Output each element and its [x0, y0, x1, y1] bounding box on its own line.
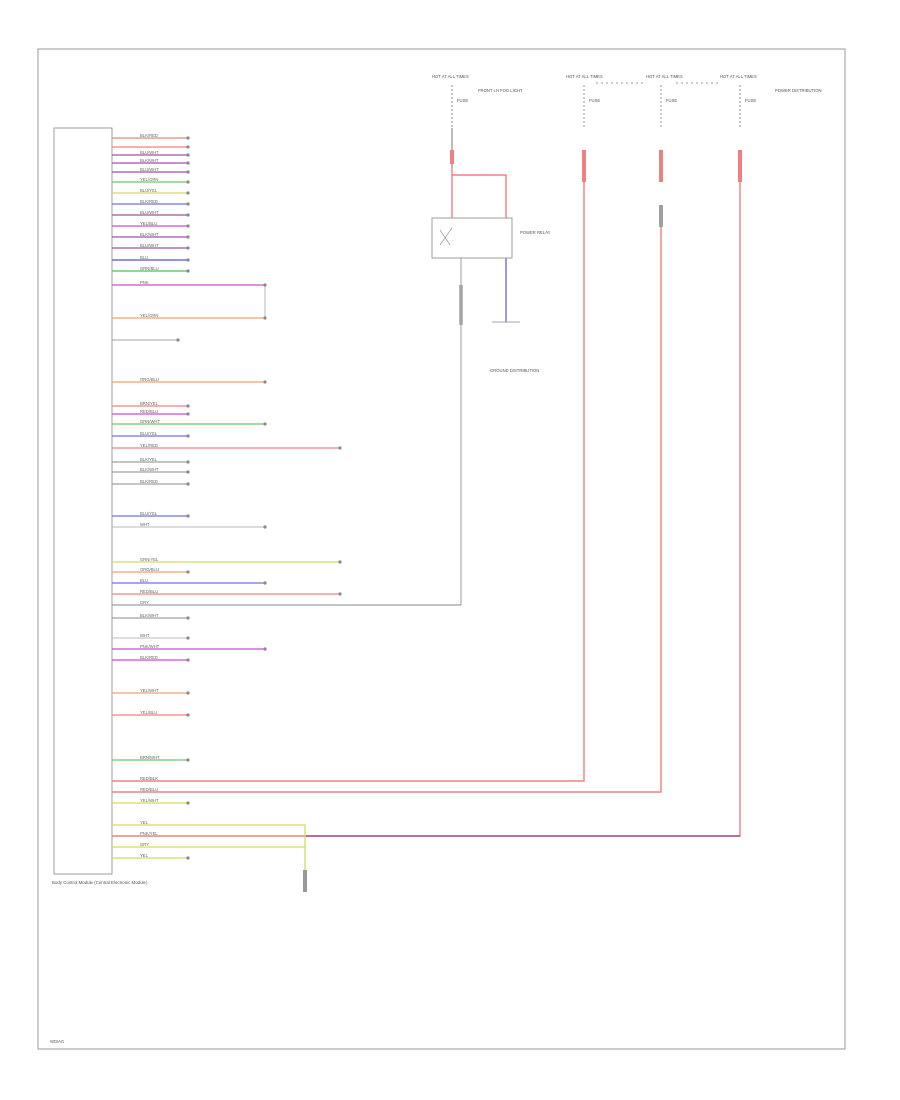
- wire-1-8: BLU/WHT: [140, 210, 159, 215]
- wire-1-5: YEL/GRN: [140, 177, 158, 182]
- wire-5-1: BLK/WHT: [140, 613, 159, 618]
- fuse-4: HOT AT ALL TIMES FUSE POWER DISTRIBUTION: [720, 74, 822, 182]
- wire-group-2: PNK YEL/GRN: [112, 280, 267, 342]
- wire-5-6: YEL/BLU: [140, 710, 157, 715]
- wire-6-6: PNK/YEL: [140, 831, 158, 836]
- fuse-3-label: FUSE: [666, 98, 677, 103]
- wire-6-3: RED/BLU: [140, 787, 158, 792]
- wire-3-2: BRN/YEL: [140, 401, 159, 406]
- wire-3-6: YEL/RED: [140, 443, 158, 448]
- wire-3-1: ORG/BLU: [140, 377, 159, 382]
- wire-1-6: BLU/YEL: [140, 188, 158, 193]
- power-relay: POWER RELAY: [431, 170, 551, 605]
- wire-2-2: YEL/GRN: [140, 313, 158, 318]
- wire-5-2: WHT: [140, 633, 150, 638]
- wire-6-2: RED/BLK: [140, 776, 158, 781]
- wire-2-1: PNK: [140, 280, 149, 285]
- wire-3-5: BLU/YEL: [140, 431, 158, 436]
- fuse-2: HOT AT ALL TIMES FUSE: [566, 74, 603, 182]
- wire-1-10: BLK/WHT: [140, 232, 159, 237]
- fuse-1-note: FRONT LH FOG LIGHT: [478, 88, 523, 93]
- wire-3-7: BLK/YEL: [140, 457, 158, 462]
- wire-3-3: RED/BLU: [140, 409, 158, 414]
- wire-1-7: BLK/RED: [140, 199, 158, 204]
- wire-1-3: BLK/WHT: [140, 158, 159, 163]
- fuse-1-label: FUSE: [457, 98, 468, 103]
- diagram-frame: [37, 48, 846, 1050]
- wire-4-7: GRY: [140, 600, 149, 605]
- wire-6-1: BRN/WHT: [140, 755, 160, 760]
- fuse-1: HOT AT ALL TIMES FUSE FRONT LH FOG LIGHT: [432, 74, 523, 170]
- wire-1-4: BLU/WHT: [140, 167, 159, 172]
- fuse-1-header: HOT AT ALL TIMES: [432, 74, 469, 79]
- fuse-2-header: HOT AT ALL TIMES: [566, 74, 603, 79]
- wire-5-5: YEL/WHT: [140, 688, 159, 693]
- wire-group-4: BLU/YEL WHT GRN/YEL ORG/BLU BLU RED/BLU …: [112, 511, 461, 606]
- wire-5-4: BLK/RED: [140, 655, 158, 660]
- wire-group-3: ORG/BLU BRN/YEL RED/BLU GRN/WHT BLU/YEL …: [112, 377, 342, 486]
- module-box: [53, 127, 113, 875]
- wire-3-4: GRN/WHT: [140, 419, 160, 424]
- diagram-id: WDIAG: [50, 1039, 64, 1044]
- wire-4-2: WHT: [140, 522, 150, 527]
- wire-1-13: GRN/BLU: [140, 266, 159, 271]
- fuse-4-label: FUSE: [745, 98, 756, 103]
- wire-1-1: BLK/RED: [140, 133, 158, 138]
- wire-1-11: BLU/WHT: [140, 243, 159, 248]
- wire-4-5: BLU: [140, 578, 148, 583]
- wire-4-1: BLU/YEL: [140, 511, 158, 516]
- wire-6-5: YEL: [140, 820, 149, 825]
- relay-label: POWER RELAY: [520, 230, 551, 235]
- module-label: Body Control Module (Central Electronic …: [52, 880, 148, 885]
- wire-1-9: YEL/BLU: [140, 221, 157, 226]
- fuse-3-header: HOT AT ALL TIMES: [646, 74, 683, 79]
- wire-5-3: PNK/WHT: [140, 644, 160, 649]
- wire-1-12: BLU: [140, 255, 148, 260]
- fuse-4-header: HOT AT ALL TIMES: [720, 74, 757, 79]
- wire-6-7: GRY: [140, 842, 149, 847]
- wire-group-5: BLK/WHT WHT PNK/WHT BLK/RED YEL/WHT YEL/…: [112, 613, 267, 717]
- wire-1-2: BLU/WHT: [140, 150, 159, 155]
- fuse-4-feed: [112, 182, 741, 837]
- wire-4-3: GRN/YEL: [140, 557, 159, 562]
- wire-4-4: ORG/BLU: [140, 567, 159, 572]
- wire-3-9: BLK/RED: [140, 479, 158, 484]
- ground-label: GROUND DISTRIBUTION: [490, 368, 539, 373]
- fuse-3: HOT AT ALL TIMES FUSE: [646, 74, 683, 227]
- wire-6-8: YEL: [140, 853, 149, 858]
- wire-6-4: YEL/WHT: [140, 798, 159, 803]
- fuse-2-feed: [112, 182, 585, 782]
- wire-group-6: BRN/WHT RED/BLK RED/BLU YEL/WHT YEL PNK/…: [112, 755, 307, 892]
- fuse-4-note: POWER DISTRIBUTION: [775, 88, 822, 93]
- wire-4-6: RED/BLU: [140, 589, 158, 594]
- fuse-2-label: FUSE: [589, 98, 600, 103]
- fuse-3-feed: [112, 227, 662, 793]
- wire-group-1: BLK/RED BLU/WHT BLK/WHT BLU/WHT YEL/GRN …: [112, 133, 190, 273]
- wire-3-8: BLK/WHT: [140, 467, 159, 472]
